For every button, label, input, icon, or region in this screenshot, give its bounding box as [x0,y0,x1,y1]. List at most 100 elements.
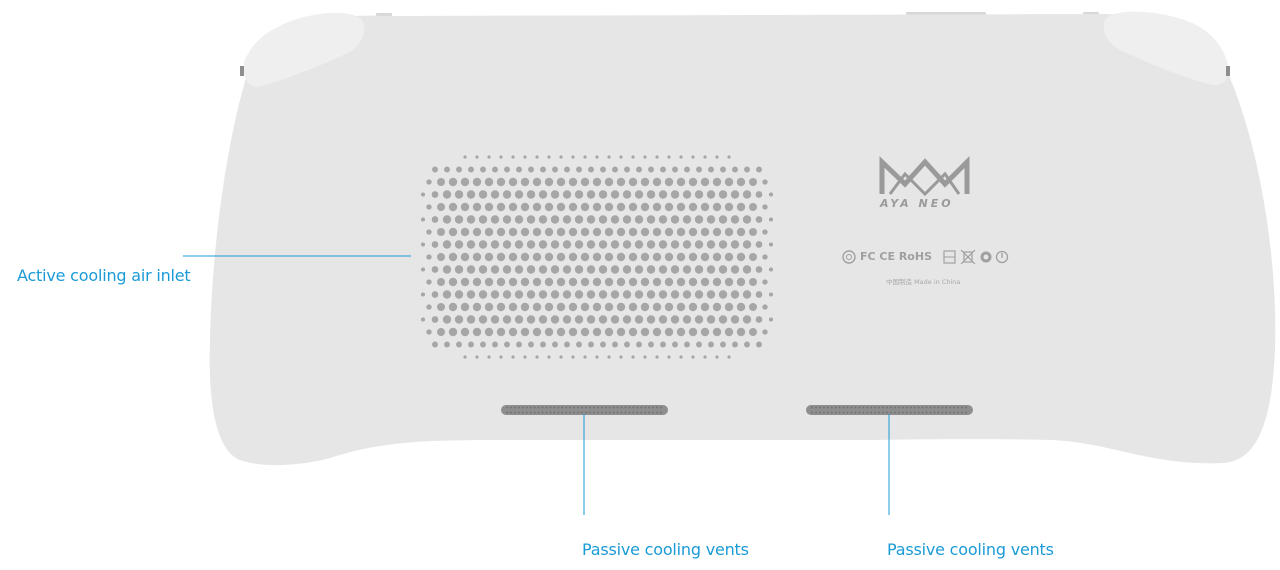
inlet-hole [640,327,650,337]
inlet-hole [562,240,572,249]
inlet-hole [694,190,704,199]
inlet-hole [484,202,494,212]
inlet-hole [691,155,695,159]
inlet-hole [694,290,704,299]
inlet-hole [514,265,524,274]
inlet-hole [478,315,488,324]
inlet-hole [460,302,470,312]
ukca-mark-icon [943,250,956,264]
inlet-hole [631,155,635,159]
inlet-hole [504,341,510,348]
inlet-hole [454,190,464,199]
inlet-hole [499,155,503,159]
inlet-hole [636,341,642,348]
inlet-hole [634,315,644,324]
inlet-hole [622,315,632,324]
inlet-hole [658,240,668,249]
inlet-hole [703,155,707,159]
inlet-hole [454,315,464,324]
inlet-hole [580,252,590,262]
inlet-hole [667,155,671,159]
inlet-hole [475,155,479,159]
inlet-hole [526,265,536,274]
inlet-hole [540,341,546,348]
inlet-hole [580,277,590,287]
inlet-hole [624,166,630,173]
inlet-hole [718,290,728,299]
inlet-hole [742,215,752,224]
inlet-hole [514,240,524,249]
inlet-hole [456,341,462,348]
inlet-hole [568,277,578,287]
inlet-hole [463,155,467,159]
inlet-hole [715,155,719,159]
inlet-hole [520,302,530,312]
right-side-marker [1226,66,1230,76]
inlet-hole [420,317,426,322]
passive-vent-right [806,405,973,415]
inlet-hole [538,190,548,199]
inlet-hole [598,315,608,324]
inlet-hole [568,327,578,337]
regulatory-marks: FC CE RoHS [860,250,932,263]
inlet-hole [574,240,584,249]
inlet-hole [742,190,752,199]
inlet-hole [670,315,680,324]
inlet-hole [749,178,757,186]
inlet-hole [426,179,432,185]
weee-bin-icon [960,249,976,265]
inlet-hole [610,290,620,299]
inlet-hole [448,327,458,337]
inlet-hole [595,355,599,359]
inlet-hole [720,166,726,173]
inlet-hole [588,166,594,173]
inlet-hole [426,329,432,335]
inlet-hole [562,265,572,274]
inlet-hole [490,240,500,249]
inlet-hole [460,202,470,212]
inlet-hole [660,341,666,348]
inlet-hole [478,265,488,274]
inlet-hole [420,192,426,197]
inlet-hole [664,327,674,337]
cc-mark-icon [842,250,856,264]
inlet-hole [523,155,527,159]
inlet-hole [688,302,698,312]
inlet-hole [688,202,698,212]
inlet-hole [676,252,686,262]
inlet-hole [564,341,570,348]
inlet-hole [598,215,608,224]
inlet-hole [466,290,476,299]
inlet-hole [706,315,716,324]
inlet-hole [718,190,728,199]
inlet-hole [574,315,584,324]
inlet-hole [694,315,704,324]
inlet-hole [640,252,650,262]
inlet-hole [468,166,474,173]
inlet-hole [580,327,590,337]
inlet-hole [592,177,602,187]
inlet-hole [484,302,494,312]
inlet-hole [442,290,452,299]
inlet-hole [550,315,560,324]
inlet-hole [646,290,656,299]
inlet-hole [688,252,698,262]
inlet-hole [648,341,654,348]
inlet-hole [568,177,578,187]
inlet-hole [532,177,542,187]
inlet-hole [556,302,566,312]
inlet-hole [688,177,698,187]
inlet-hole [508,202,518,212]
inlet-hole [670,290,680,299]
inlet-hole [598,290,608,299]
inlet-hole [628,277,638,287]
inlet-hole [472,252,482,262]
inlet-hole [532,327,542,337]
inlet-hole [508,177,518,187]
inlet-hole [538,240,548,249]
inlet-hole [444,166,450,173]
inlet-hole [652,327,662,337]
inlet-hole [592,277,602,287]
inlet-hole [595,155,599,159]
inlet-hole [472,277,482,287]
